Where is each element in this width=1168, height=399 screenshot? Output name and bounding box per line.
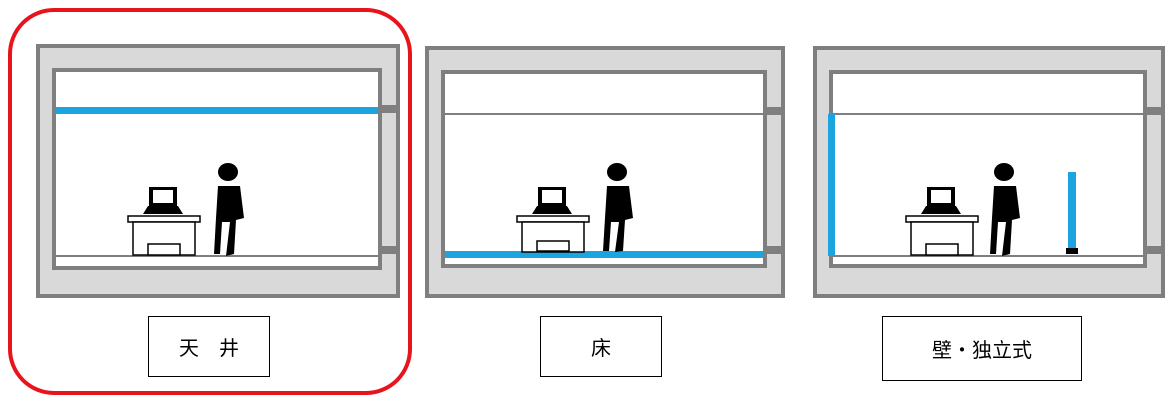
room-interior: [52, 68, 382, 270]
option-label-box: 壁・独立式: [882, 316, 1082, 381]
person-figure: [214, 163, 244, 256]
selected-option-ring: [8, 8, 412, 395]
floor-highlight: [445, 251, 763, 258]
option-label: 天 井: [179, 336, 239, 360]
freestanding-pole-highlight: [1068, 172, 1076, 248]
person-figure: [603, 163, 633, 252]
wall-highlight: [828, 114, 835, 256]
option-label-box: 床: [540, 316, 662, 377]
ceiling-highlight: [56, 107, 378, 114]
room-interior: [829, 70, 1147, 268]
option-label: 床: [591, 336, 611, 360]
desk-with-laptop: [516, 187, 590, 253]
person-figure: [990, 163, 1020, 256]
option-label-box: 天 井: [148, 316, 270, 377]
option-label: 壁・独立式: [932, 338, 1032, 362]
pole-base: [1066, 248, 1078, 254]
desk-with-laptop: [905, 187, 979, 256]
desk-with-laptop: [127, 187, 201, 256]
